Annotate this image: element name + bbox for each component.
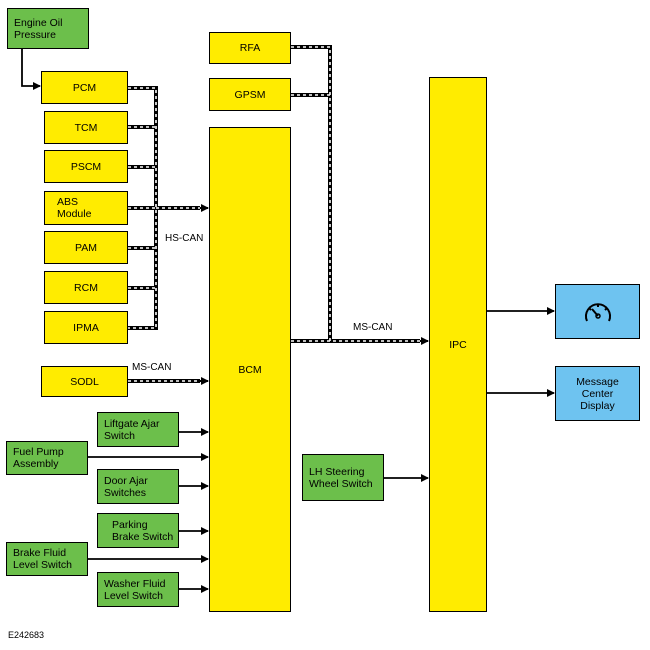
figure-code: E242683: [8, 630, 45, 640]
liftgate-ajar-switch-box: Liftgate Ajar Switch: [97, 412, 179, 447]
ipma-box: IPMA: [44, 311, 128, 344]
pcm-box: PCM: [41, 71, 128, 104]
rcm-box: RCM: [44, 271, 128, 304]
bcm-box: BCM: [209, 127, 291, 612]
speedometer-icon: [584, 302, 611, 321]
sodl-box: SODL: [41, 366, 128, 397]
rfa-box: RFA: [209, 32, 291, 64]
hs-can-bus: [128, 86, 209, 330]
ms-can-sodl-label: MS-CAN: [132, 362, 172, 373]
fuel-pump-assembly-box: Fuel Pump Assembly: [6, 441, 88, 475]
engine-oil-pressure-box: Engine Oil Pressure: [7, 8, 89, 49]
message-center-display-box: Message Center Display: [555, 366, 640, 421]
hs-can-label: HS-CAN: [165, 233, 204, 244]
abs-module-box: ABS Module: [44, 191, 128, 225]
gpsm-box: GPSM: [209, 78, 291, 111]
washer-fluid-level-switch-box: Washer Fluid Level Switch: [97, 572, 179, 607]
tcm-box: TCM: [44, 111, 128, 144]
hardwired-lines: [21, 48, 555, 593]
ms-can-label: MS-CAN: [353, 322, 393, 333]
ms-can-bus: [291, 45, 429, 345]
pam-box: PAM: [44, 231, 128, 264]
brake-fluid-level-switch-box: Brake Fluid Level Switch: [6, 542, 88, 576]
pscm-box: PSCM: [44, 150, 128, 183]
lh-steering-wheel-switch-box: LH Steering Wheel Switch: [302, 454, 384, 501]
ipc-box: IPC: [429, 77, 487, 612]
door-ajar-switches-box: Door Ajar Switches: [97, 469, 179, 504]
gauge-display-box: [555, 284, 640, 339]
parking-brake-switch-box: Parking Brake Switch: [97, 513, 179, 548]
